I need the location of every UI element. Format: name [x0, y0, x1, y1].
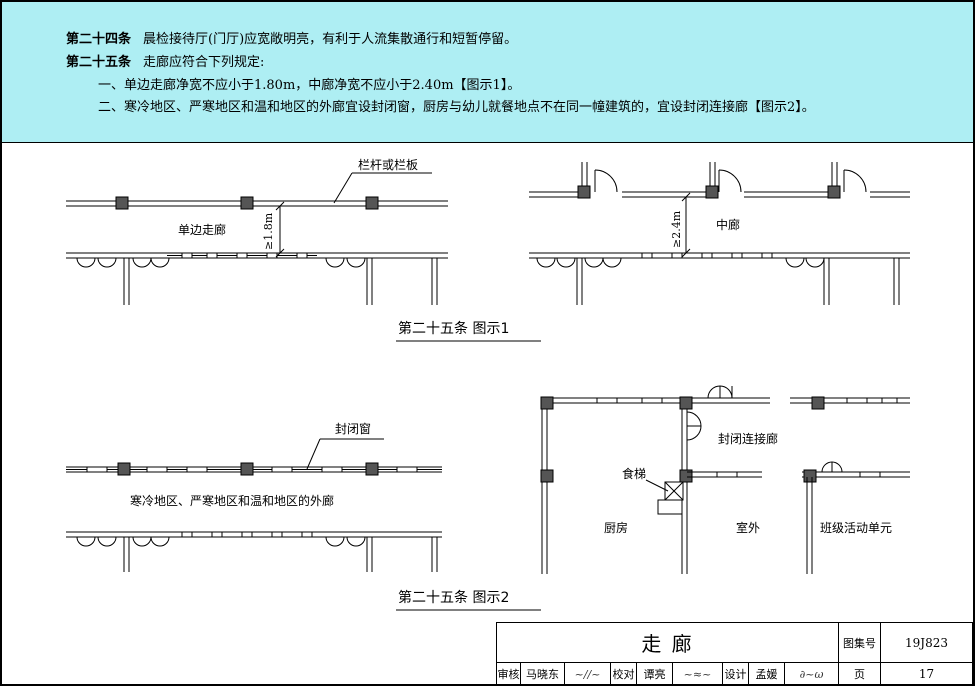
fig1-middle-corridor-label: 中廊 — [716, 217, 740, 232]
clause-25-item-1: 一、单边走廊净宽不应小于1.80m，中廊净宽不应小于2.40m【图示1】。 — [98, 78, 521, 93]
fig1-single-corridor-label: 单边走廊 — [178, 222, 226, 237]
page-label: 页 — [839, 663, 881, 684]
review-label: 审核 — [497, 663, 521, 684]
designer-signature: ∂~ω — [785, 663, 839, 684]
fig2-connecting-corridor-plan — [540, 385, 910, 574]
atlas-no-label: 图集号 — [839, 623, 881, 663]
fig1-railing-label: 栏杆或栏板 — [358, 157, 418, 172]
design-label: 设计 — [723, 663, 749, 684]
clause-24: 第二十四条晨检接待厅(门厅)应宽敞明亮，有利于人流集散通行和短暂停留。 — [66, 32, 517, 48]
checker-name: 谭亮 — [637, 663, 673, 684]
fig2-outer-corridor-plan — [66, 438, 442, 572]
checker-signature: ~≈~ — [673, 663, 723, 684]
atlas-no-value: 19J823 — [881, 623, 973, 663]
clause-24-number: 第二十四条 — [66, 32, 132, 47]
fig1-single-corridor-plan — [66, 172, 448, 305]
fig1-middle-corridor-plan — [529, 162, 910, 305]
fig1-single-width-dim: ≥1.8m — [262, 212, 275, 250]
fig2-kitchen-label: 厨房 — [604, 520, 628, 535]
fig2-window-label: 封闭窗 — [335, 422, 371, 436]
reviewer-signature: ~∕∕~ — [565, 663, 611, 684]
page-number: 17 — [881, 663, 973, 684]
fig1-middle-width-dim: ≥2.4m — [670, 210, 683, 248]
designer-name: 孟媛 — [749, 663, 785, 684]
clause-25-item-2: 二、寒冷地区、严寒地区和温和地区的外廊宜设封闭窗，厨房与幼儿就餐地点不在同一幢建… — [98, 100, 815, 115]
figure-1-caption: 第二十五条 图示1 — [398, 320, 509, 337]
clause-25-text: 走廊应符合下列规定: — [143, 55, 265, 70]
clause-25-number: 第二十五条 — [66, 55, 132, 70]
sheet-title: 走 廊 — [497, 623, 839, 663]
clause-25: 第二十五条走廊应符合下列规定: — [66, 55, 264, 71]
reviewer-name: 马晓东 — [521, 663, 565, 684]
fig2-outdoor-label: 室外 — [736, 520, 760, 535]
fig2-food-lift-label: 食梯 — [622, 466, 646, 481]
fig2-outer-corridor-label: 寒冷地区、严寒地区和温和地区的外廊 — [130, 493, 334, 508]
check-label: 校对 — [611, 663, 637, 684]
clause-text-panel: 第二十四条晨检接待厅(门厅)应宽敞明亮，有利于人流集散通行和短暂停留。 第二十五… — [2, 2, 973, 143]
fig2-connecting-corridor-label: 封闭连接廊 — [718, 431, 778, 446]
fig2-class-unit-label: 班级活动单元 — [820, 521, 892, 535]
figure-2-caption: 第二十五条 图示2 — [398, 589, 509, 606]
title-block: 走 廊 图集号 19J823 审核 马晓东 ~∕∕~ 校对 谭亮 ~≈~ 设计 … — [496, 622, 973, 684]
clause-24-text: 晨检接待厅(门厅)应宽敞明亮，有利于人流集散通行和短暂停留。 — [143, 32, 518, 47]
